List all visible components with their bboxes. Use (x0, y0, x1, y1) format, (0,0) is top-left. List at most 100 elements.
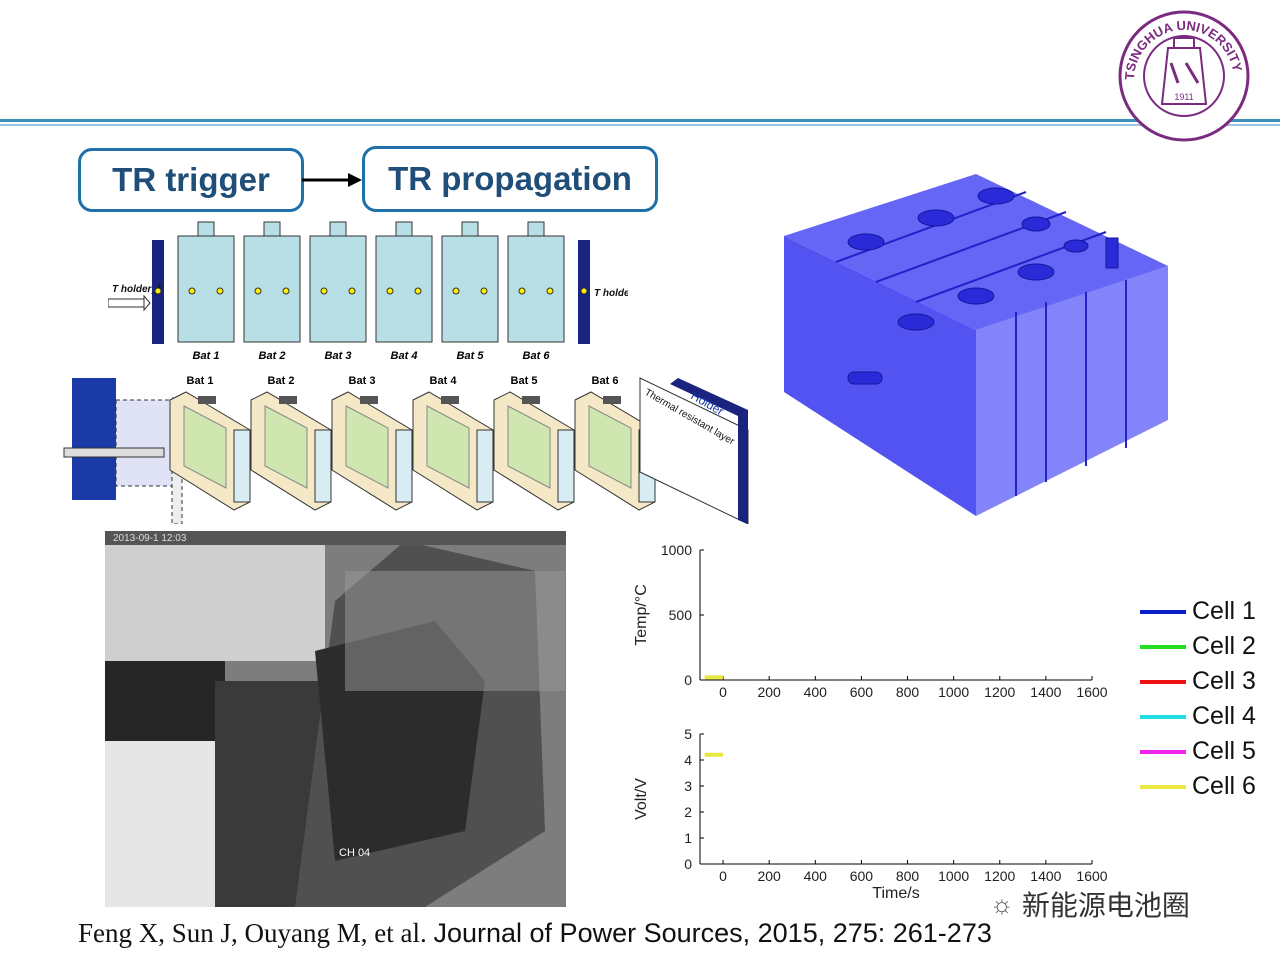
battery-label: Bat 2 (259, 350, 286, 362)
legend-label: Cell 4 (1192, 702, 1256, 730)
legend-label: Cell 1 (1192, 597, 1256, 625)
watermark-text: 新能源电池圈 (1021, 890, 1190, 921)
schematic-terminal (263, 221, 281, 237)
battery-3d-label: Bat 4 (430, 375, 458, 387)
x-tick-label: 1600 (1076, 684, 1107, 700)
sensor-dot (480, 287, 488, 295)
x-tick-label: 1200 (984, 684, 1015, 700)
holder-back-label: T holder_b (594, 288, 628, 299)
holder-front-label: T holder_f (112, 284, 162, 295)
tr-trigger-box: TR trigger (78, 148, 304, 212)
sensor-dot (254, 287, 262, 295)
x-tick-label: 1000 (938, 684, 969, 700)
x-tick-label: 0 (719, 684, 727, 700)
x-tick-label: 800 (896, 684, 920, 700)
citation-authors: Feng X, Sun J, Ouyang M, et al. (78, 918, 427, 948)
sensor-dot (452, 287, 460, 295)
legend-label: Cell 6 (1192, 772, 1256, 800)
cell-3d-face (345, 405, 389, 489)
y-tick-label: 3 (684, 778, 692, 794)
citation: Feng X, Sun J, Ouyang M, et al. Journal … (78, 918, 992, 949)
y-tick-label: 0 (684, 856, 692, 872)
university-logo: TSINGHUA UNIVERSITY 1911 (1116, 8, 1252, 144)
cell-3d-terminal (441, 396, 459, 404)
legend-swatch (1140, 714, 1186, 719)
sensor-dot (188, 287, 196, 295)
x-tick-label: 1200 (984, 868, 1015, 884)
cell-3d-face (183, 405, 227, 489)
legend-item: Cell 5 (1140, 734, 1270, 769)
cell-3d-terminal (198, 396, 216, 404)
tr-propagation-label: TR propagation (388, 160, 632, 197)
legend-label: Cell 3 (1192, 667, 1256, 695)
y-axis-label: Temp/°C (633, 584, 650, 646)
x-tick-label: 800 (896, 868, 920, 884)
x-tick-label: 400 (804, 684, 828, 700)
battery-label: Bat 3 (325, 350, 352, 362)
cell-3d-side (557, 429, 575, 503)
battery-3d-label: Bat 6 (592, 375, 619, 387)
sensor-dot (348, 287, 356, 295)
legend-swatch (1140, 749, 1186, 754)
legend-label: Cell 2 (1192, 632, 1256, 660)
y-tick-label: 1000 (661, 542, 692, 558)
x-tick-label: 200 (757, 684, 781, 700)
cell-3d-face (507, 405, 551, 489)
cell-3d-terminal (603, 396, 621, 404)
tr-trigger-label: TR trigger (112, 161, 270, 198)
x-tick-label: 600 (850, 684, 874, 700)
schematic-terminal (197, 221, 215, 237)
battery-3d-label: Bat 2 (268, 375, 295, 387)
cell-3d-side (395, 429, 413, 503)
chart-legend: Cell 1 Cell 2 Cell 3 Cell 4 Cell 5 Cell 6 (1140, 594, 1270, 804)
battery-3d-label: Bat 5 (511, 375, 538, 387)
x-tick-label: 600 (850, 868, 874, 884)
battery-3d-label: Bat 3 (349, 375, 376, 387)
y-tick-label: 4 (684, 752, 692, 768)
schematic-terminal (329, 221, 347, 237)
y-tick-label: 1 (684, 830, 692, 846)
x-tick-label: 200 (757, 868, 781, 884)
cell-3d-face (426, 405, 470, 489)
cell-3d-face (588, 405, 632, 489)
cell-3d-side (233, 429, 251, 503)
battery-label: Bat 1 (193, 350, 220, 362)
legend-label: Cell 5 (1192, 737, 1256, 765)
sensor-dot (282, 287, 290, 295)
cell-3d-terminal (360, 396, 378, 404)
schematic-cell (375, 235, 433, 343)
battery-3d-label: Bat 1 (187, 375, 214, 387)
legend-swatch (1140, 609, 1186, 614)
schematic-cell (441, 235, 499, 343)
sensor-dot (386, 287, 394, 295)
y-tick-label: 500 (669, 607, 693, 623)
sensor-dot (320, 287, 328, 295)
logo-year: 1911 (1174, 92, 1193, 102)
photo-timestamp: 2013-09-1 12:03 (113, 533, 187, 544)
sensor-dot (216, 287, 224, 295)
legend-item: Cell 4 (1140, 699, 1270, 734)
wechat-icon: ☼ (990, 888, 1014, 919)
schematic-terminal (395, 221, 413, 237)
watermark: ☼ 新能源电池圈 (990, 884, 1190, 924)
photo-channel: CH 04 (339, 847, 370, 859)
legend-item: Cell 6 (1140, 769, 1270, 804)
x-tick-label: 1000 (938, 868, 969, 884)
x-tick-label: 400 (804, 868, 828, 884)
schematic-terminal (527, 221, 545, 237)
y-tick-label: 2 (684, 804, 692, 820)
cell-3d-face (264, 405, 308, 489)
schematic-cell (309, 235, 367, 343)
experiment-photo: 2013-09-1 12:03 CH 04 (105, 531, 566, 907)
x-tick-label: 1400 (1030, 684, 1061, 700)
citation-journal: Journal of Power Sources, 2015, 275: 261… (433, 918, 992, 948)
cell-3d-side (476, 429, 494, 503)
sensor-dot (546, 287, 554, 295)
schematic-cell (507, 235, 565, 343)
battery-module-3d (784, 174, 1168, 516)
flow-arrow (302, 173, 362, 187)
